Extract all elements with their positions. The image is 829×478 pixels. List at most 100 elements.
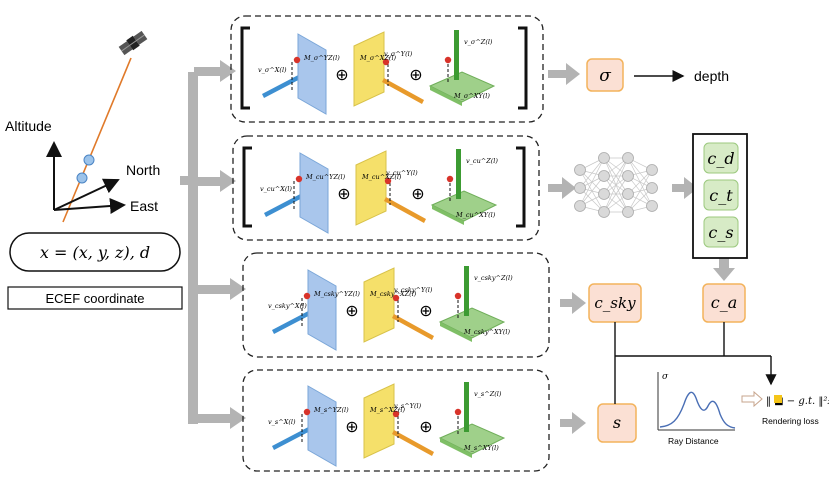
mlp-neuron (574, 164, 586, 176)
xy-plane-edge (432, 205, 464, 225)
y-vector-bar (392, 430, 434, 456)
m-xz-label: M_csky^XZ(l) (369, 290, 417, 298)
mlp-neuron (598, 188, 610, 200)
ecef-label: ECEF coordinate (46, 291, 145, 306)
m-yz-label: M_csky^YZ(l) (313, 290, 360, 298)
mlp-edge (627, 169, 653, 213)
v-y-label: v_s^Y(l) (394, 402, 422, 410)
yz-plane (307, 385, 337, 467)
arrow-to-csky (560, 292, 586, 314)
plane-row-shadow: ⊕⊕v_s^X(l)M_s^YZ(l)v_s^Y(l)M_s^XZ(l)v_s^… (268, 382, 506, 467)
mlp-neuron (574, 200, 586, 212)
bracket-right-2 (516, 146, 526, 228)
m-xy-label: M_cu^XY(l) (455, 211, 496, 219)
x-vector-bar (272, 308, 316, 334)
arrow-to-mlp (548, 177, 576, 199)
row-box-shadow (242, 369, 550, 472)
branch-arrow-4 (194, 407, 246, 429)
v-x-label: v_csky^X(l) (268, 302, 307, 310)
yz-plane (297, 33, 327, 115)
plus-operator-1: ⊕ (345, 301, 358, 320)
satellite-icon (118, 30, 148, 56)
ca-label: c_a (711, 293, 738, 312)
coordinate-formula-pill (9, 232, 181, 272)
mlp-edge (579, 157, 605, 207)
branch-arrow-3 (194, 278, 246, 300)
xy-sample-point (454, 292, 462, 300)
xz-sample-point (392, 294, 400, 302)
x-vector-bar (262, 72, 306, 98)
m-xy-label: M_csky^XY(l) (463, 328, 510, 336)
yz-sample-point (293, 56, 301, 64)
v-y-label: v_csky^Y(l) (394, 286, 433, 294)
s-label: s (613, 413, 621, 432)
xy-plane-edge (440, 438, 472, 458)
xy-sample-point (454, 408, 462, 416)
bracket-left-2 (242, 146, 252, 228)
v-z-label: v_σ^Z(l) (464, 38, 493, 46)
branch-trunk (188, 72, 198, 424)
plus-operator-1: ⊕ (337, 184, 350, 203)
xz-sample-point (392, 410, 400, 418)
v-y-label: v_σ^Y(l) (384, 50, 413, 58)
cd-box (703, 142, 739, 174)
v-x-label: v_cu^X(l) (260, 185, 292, 193)
row-box-sky (242, 252, 550, 358)
mlp-neuron (598, 170, 610, 182)
density-plot: σ Ray Distance (657, 372, 736, 446)
coordinate-system: Altitude North East x = (x, y, z), d ECE… (5, 30, 183, 310)
mlp-neuron (646, 182, 658, 194)
x-vector-bar (272, 424, 316, 450)
xy-plane (438, 307, 506, 339)
xz-sample-point (382, 58, 390, 66)
coordinate-formula: x = (x, y, z), d (40, 243, 150, 262)
xy-sample-point (446, 175, 454, 183)
outputs: σ depth c_d c_t c_s c_sky c_a s (548, 58, 829, 446)
m-yz-label: M_cu^YZ(l) (305, 173, 346, 181)
x-vector-bar (264, 191, 308, 217)
bracket-left-1 (240, 26, 250, 110)
mlp-neuron (646, 164, 658, 176)
csky-label: c_sky (594, 294, 636, 312)
arrow-to-ctd (672, 177, 698, 199)
cd-label: c_d (707, 149, 734, 168)
m-xz-label: M_s^XZ(l) (369, 406, 405, 414)
m-xy-label: M_s^XY(l) (463, 444, 499, 452)
mlp-neuron (598, 206, 610, 218)
v-z-label: v_csky^Z(l) (474, 274, 513, 282)
xz-plane (355, 150, 387, 226)
xy-sample-point (444, 56, 452, 64)
yz-plane (299, 152, 329, 234)
z-vector-bar (464, 382, 469, 432)
loss-pixel-swatch (774, 395, 782, 403)
plus-operator-1: ⊕ (335, 65, 348, 84)
bracket-right-1 (518, 26, 528, 110)
plus-operator-2: ⊕ (419, 301, 432, 320)
xy-plane (428, 71, 496, 103)
branch-arrow-2 (194, 170, 236, 192)
mlp-edge (603, 175, 629, 213)
v-z-label: v_cu^Z(l) (466, 157, 498, 165)
mlp-edge (579, 157, 605, 189)
m-yz-label: M_σ^YZ(l) (303, 54, 340, 62)
row-brackets (240, 26, 528, 228)
plane-row-sigma: ⊕⊕v_σ^X(l)M_σ^YZ(l)v_σ^Y(l)M_σ^XZ(l)v_σ^… (258, 30, 496, 115)
mlp-neuron (622, 206, 634, 218)
v-x-label: v_s^X(l) (268, 418, 296, 426)
xy-plane (438, 423, 506, 455)
yz-sample-point (295, 175, 303, 183)
ecef-label-box (7, 286, 183, 310)
depth-label: depth (694, 68, 729, 84)
v-y-label: v_cu^Y(l) (386, 169, 418, 177)
arrow-to-sigma (548, 63, 580, 85)
m-yz-label: M_s^YZ(l) (313, 406, 349, 414)
branch-arrows (180, 60, 246, 429)
mlp-neuron (574, 182, 586, 194)
ray-line (62, 57, 132, 223)
north-axis (53, 178, 120, 211)
loss-label: Rendering loss (762, 416, 819, 426)
z-vector-bar (464, 266, 469, 316)
sigma-symbol: σ (599, 66, 611, 86)
row-box-sigma (230, 15, 544, 123)
